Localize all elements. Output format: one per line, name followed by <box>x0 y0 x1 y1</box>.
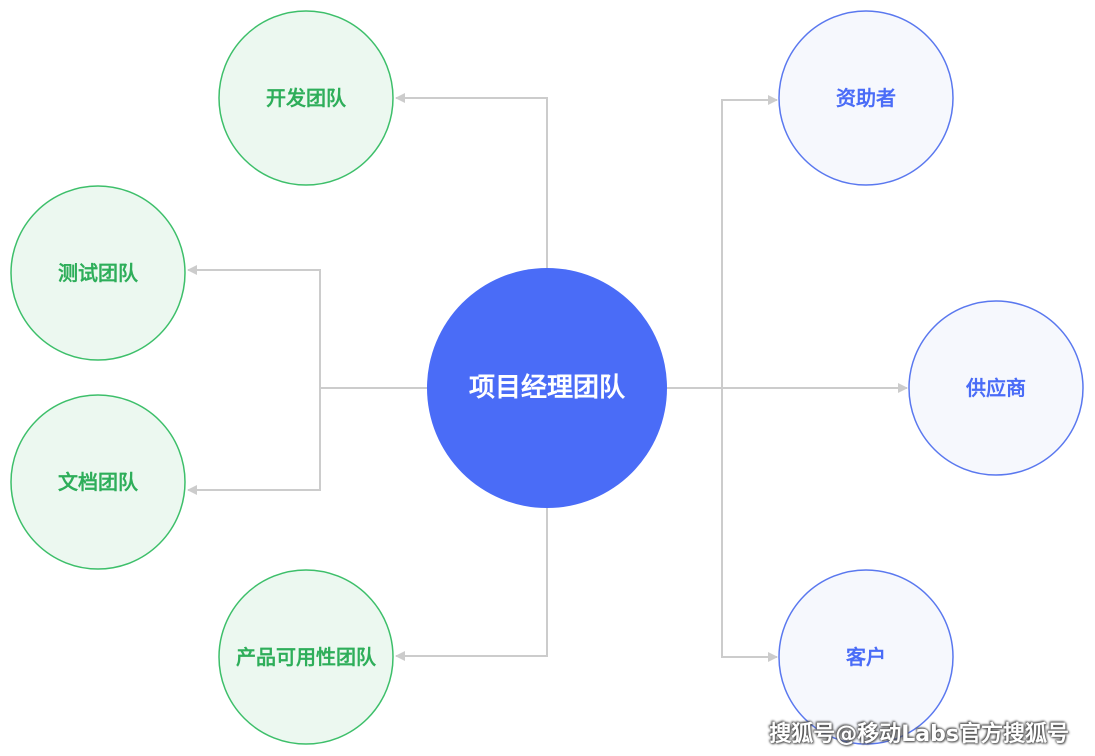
node-sponsor: 资助者 <box>778 10 954 186</box>
node-dev-team: 开发团队 <box>218 10 394 186</box>
connector-sponsor <box>721 95 778 388</box>
connector-doc <box>187 388 321 495</box>
center-node: 项目经理团队 <box>427 268 667 508</box>
connectors <box>187 93 908 662</box>
connector-usability <box>395 508 548 661</box>
node-circle <box>778 569 954 745</box>
node-circle <box>218 569 394 745</box>
node-supplier: 供应商 <box>908 300 1084 476</box>
connector-customer <box>721 388 778 662</box>
watermark: 搜狐号@移动Labs官方搜狐号 <box>769 722 1069 747</box>
node-circle <box>10 394 186 570</box>
node-circle <box>778 10 954 186</box>
node-usability-team: 产品可用性团队 <box>218 569 394 745</box>
node-label: 资助者 <box>836 86 896 110</box>
node-circle <box>908 300 1084 476</box>
node-label: 供应商 <box>965 376 1026 400</box>
node-customer: 客户 <box>778 569 954 745</box>
connector-test <box>187 265 321 388</box>
node-circle <box>218 10 394 186</box>
node-label: 客户 <box>845 645 886 669</box>
node-test-team: 测试团队 <box>10 185 186 361</box>
node-label: 测试团队 <box>58 261 139 285</box>
node-label: 文档团队 <box>58 470 139 494</box>
node-label: 产品可用性团队 <box>236 645 377 669</box>
node-doc-team: 文档团队 <box>10 394 186 570</box>
node-circle <box>10 185 186 361</box>
center-circle <box>427 268 667 508</box>
node-label: 开发团队 <box>266 86 347 110</box>
center-label: 项目经理团队 <box>469 372 626 403</box>
connector-dev <box>395 93 548 268</box>
